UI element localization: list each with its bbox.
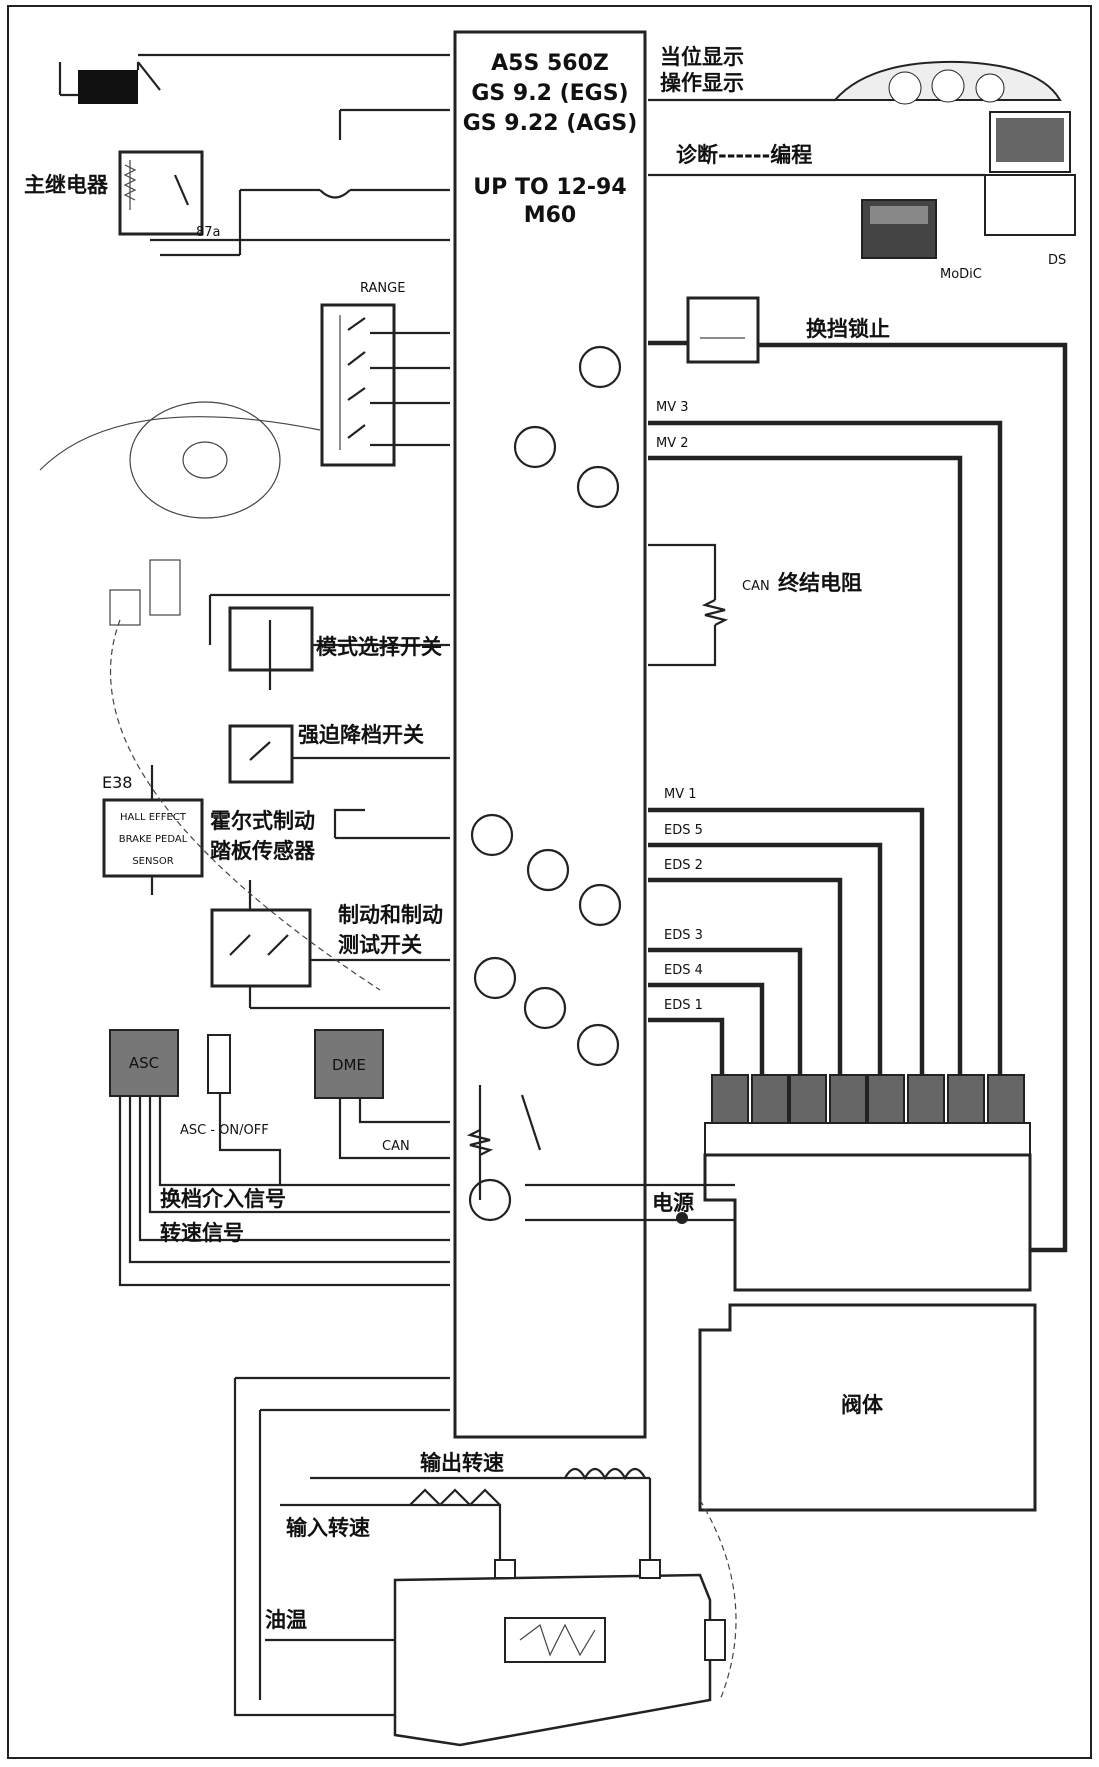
- wire-dme-can-1: [358, 1098, 450, 1124]
- asc-onoff-label: ASC - ON/OFF: [180, 1123, 269, 1138]
- can-resistor-icon: [701, 599, 729, 626]
- power-node: [676, 1212, 688, 1224]
- oil-temp-label: 油温: [265, 1608, 307, 1632]
- ecu-line5: M60: [524, 203, 577, 228]
- range-label: RANGE: [360, 281, 405, 296]
- display-label-2: 操作显示: [660, 71, 744, 95]
- diag-label: 诊断------编程: [676, 143, 812, 167]
- kickdown-switch: [228, 724, 450, 784]
- wire-speed-3: [128, 1096, 450, 1264]
- brake-test-label-2: 测试开关: [338, 933, 422, 957]
- wire-mv3: [648, 420, 1003, 1090]
- dash-valve-link: [699, 1499, 737, 1701]
- ecu-box: [453, 30, 647, 1439]
- instrument-cluster-icon: [832, 60, 1062, 105]
- ecu-line3: GS 9.22 (AGS): [463, 111, 638, 136]
- wire-mv2: [648, 455, 963, 1090]
- eds2-label: EDS 2: [664, 858, 703, 873]
- power-label: 电源: [652, 1191, 694, 1215]
- display-label-1: 当位显示: [660, 45, 744, 69]
- wire-speed-2: [138, 1096, 450, 1242]
- range-switch: [320, 303, 450, 467]
- speed-signal-label: 转速信号: [160, 1221, 244, 1245]
- can-label: CAN: [382, 1139, 410, 1154]
- e38-label: E38: [102, 773, 132, 792]
- asc-module: [109, 1029, 179, 1097]
- brake-test-switch: [210, 880, 450, 1010]
- wire-speed-4: [118, 1096, 450, 1287]
- wire-speed-1: [148, 1096, 450, 1214]
- mode-switch: [208, 593, 450, 690]
- main-relay: [118, 150, 450, 257]
- kickdown-label: 强迫降档开关: [298, 723, 424, 747]
- wire-eds5: [648, 842, 883, 1090]
- hall-brake-label-2: 踏板传感器: [210, 839, 316, 863]
- eds4-label: EDS 4: [664, 963, 703, 978]
- eds1-label: EDS 1: [664, 998, 703, 1013]
- wire-eds1: [648, 1017, 725, 1090]
- steering-wheel-icon: [39, 401, 321, 626]
- hall-sensor: [102, 765, 204, 895]
- battery-icon: [58, 53, 450, 104]
- modic-icon: [861, 199, 937, 259]
- eds3-label: EDS 3: [664, 928, 703, 943]
- wire-input-left: [233, 1378, 450, 1717]
- mv3-label: MV 3: [656, 400, 689, 415]
- wire-power: [690, 1183, 735, 1222]
- wire-eds4: [648, 982, 765, 1090]
- dme-module: [314, 1029, 384, 1099]
- valve-body: [698, 1303, 1037, 1512]
- shift-intervention-label: 换档介入信号: [160, 1187, 286, 1211]
- outer-frame: [7, 5, 1092, 1759]
- output-speed-label: 输出转速: [420, 1451, 504, 1475]
- relay-87a-label: 87a: [196, 225, 221, 240]
- ds-tester-icon: [984, 111, 1076, 236]
- input-speed-label: 输入转速: [286, 1516, 370, 1540]
- transistor-top: [513, 345, 622, 509]
- ecu-line1: A5S 560Z: [491, 51, 609, 76]
- brake-test-label-1: 制动和制动: [338, 903, 443, 927]
- asc-label: ASC: [129, 1054, 159, 1072]
- wire-can-terminator: [648, 543, 717, 667]
- transistor-group-mid: [470, 813, 622, 1067]
- ecu-line4: UP TO 12-94: [473, 175, 626, 200]
- modic-label: MoDiC: [940, 267, 982, 282]
- wire-dme-can-2: [338, 1098, 450, 1160]
- shift-lock: [686, 296, 760, 364]
- transmission-icon: [393, 1559, 726, 1747]
- can-term-prefix: CAN: [742, 579, 770, 594]
- mv2-label: MV 2: [656, 436, 689, 451]
- wire-shift-intervention: [158, 1096, 450, 1187]
- dash-brake-link: [110, 619, 381, 991]
- main-relay-label: 主继电器: [24, 173, 109, 197]
- eds5-label: EDS 5: [664, 823, 703, 838]
- hall-sensor-line1: HALL EFFECT: [120, 812, 187, 823]
- ecu-line2: GS 9.2 (EGS): [471, 81, 628, 106]
- wire-mv1: [648, 807, 925, 1090]
- solenoid-row: [704, 1074, 1031, 1156]
- wire-eds2: [648, 877, 843, 1090]
- dme-label: DME: [332, 1056, 366, 1074]
- ecu-internal-relay: [466, 1085, 690, 1222]
- mode-switch-label: 模式选择开关: [316, 635, 442, 659]
- valve-body-upper: [703, 1153, 1032, 1292]
- asc-onoff-switch: [207, 1034, 231, 1094]
- output-speed-waveform: [564, 1467, 646, 1481]
- can-term-label: 终结电阻: [778, 571, 862, 595]
- ds-label: DS: [1048, 253, 1066, 268]
- input-speed-waveform: [409, 1488, 501, 1507]
- wire-hall-stub: [333, 808, 365, 838]
- hall-sensor-line2: BRAKE PEDAL: [119, 834, 188, 845]
- wire-asc-onoff: [218, 1093, 282, 1185]
- wire-input-speed: [280, 1503, 502, 1560]
- mv1-label: MV 1: [664, 787, 697, 802]
- shift-lock-label: 换挡锁止: [806, 317, 890, 341]
- valve-body-label: 阀体: [841, 1393, 884, 1417]
- wire-eds3: [648, 947, 803, 1090]
- hall-sensor-line3: SENSOR: [132, 856, 173, 867]
- hall-brake-label-1: 霍尔式制动: [210, 809, 315, 833]
